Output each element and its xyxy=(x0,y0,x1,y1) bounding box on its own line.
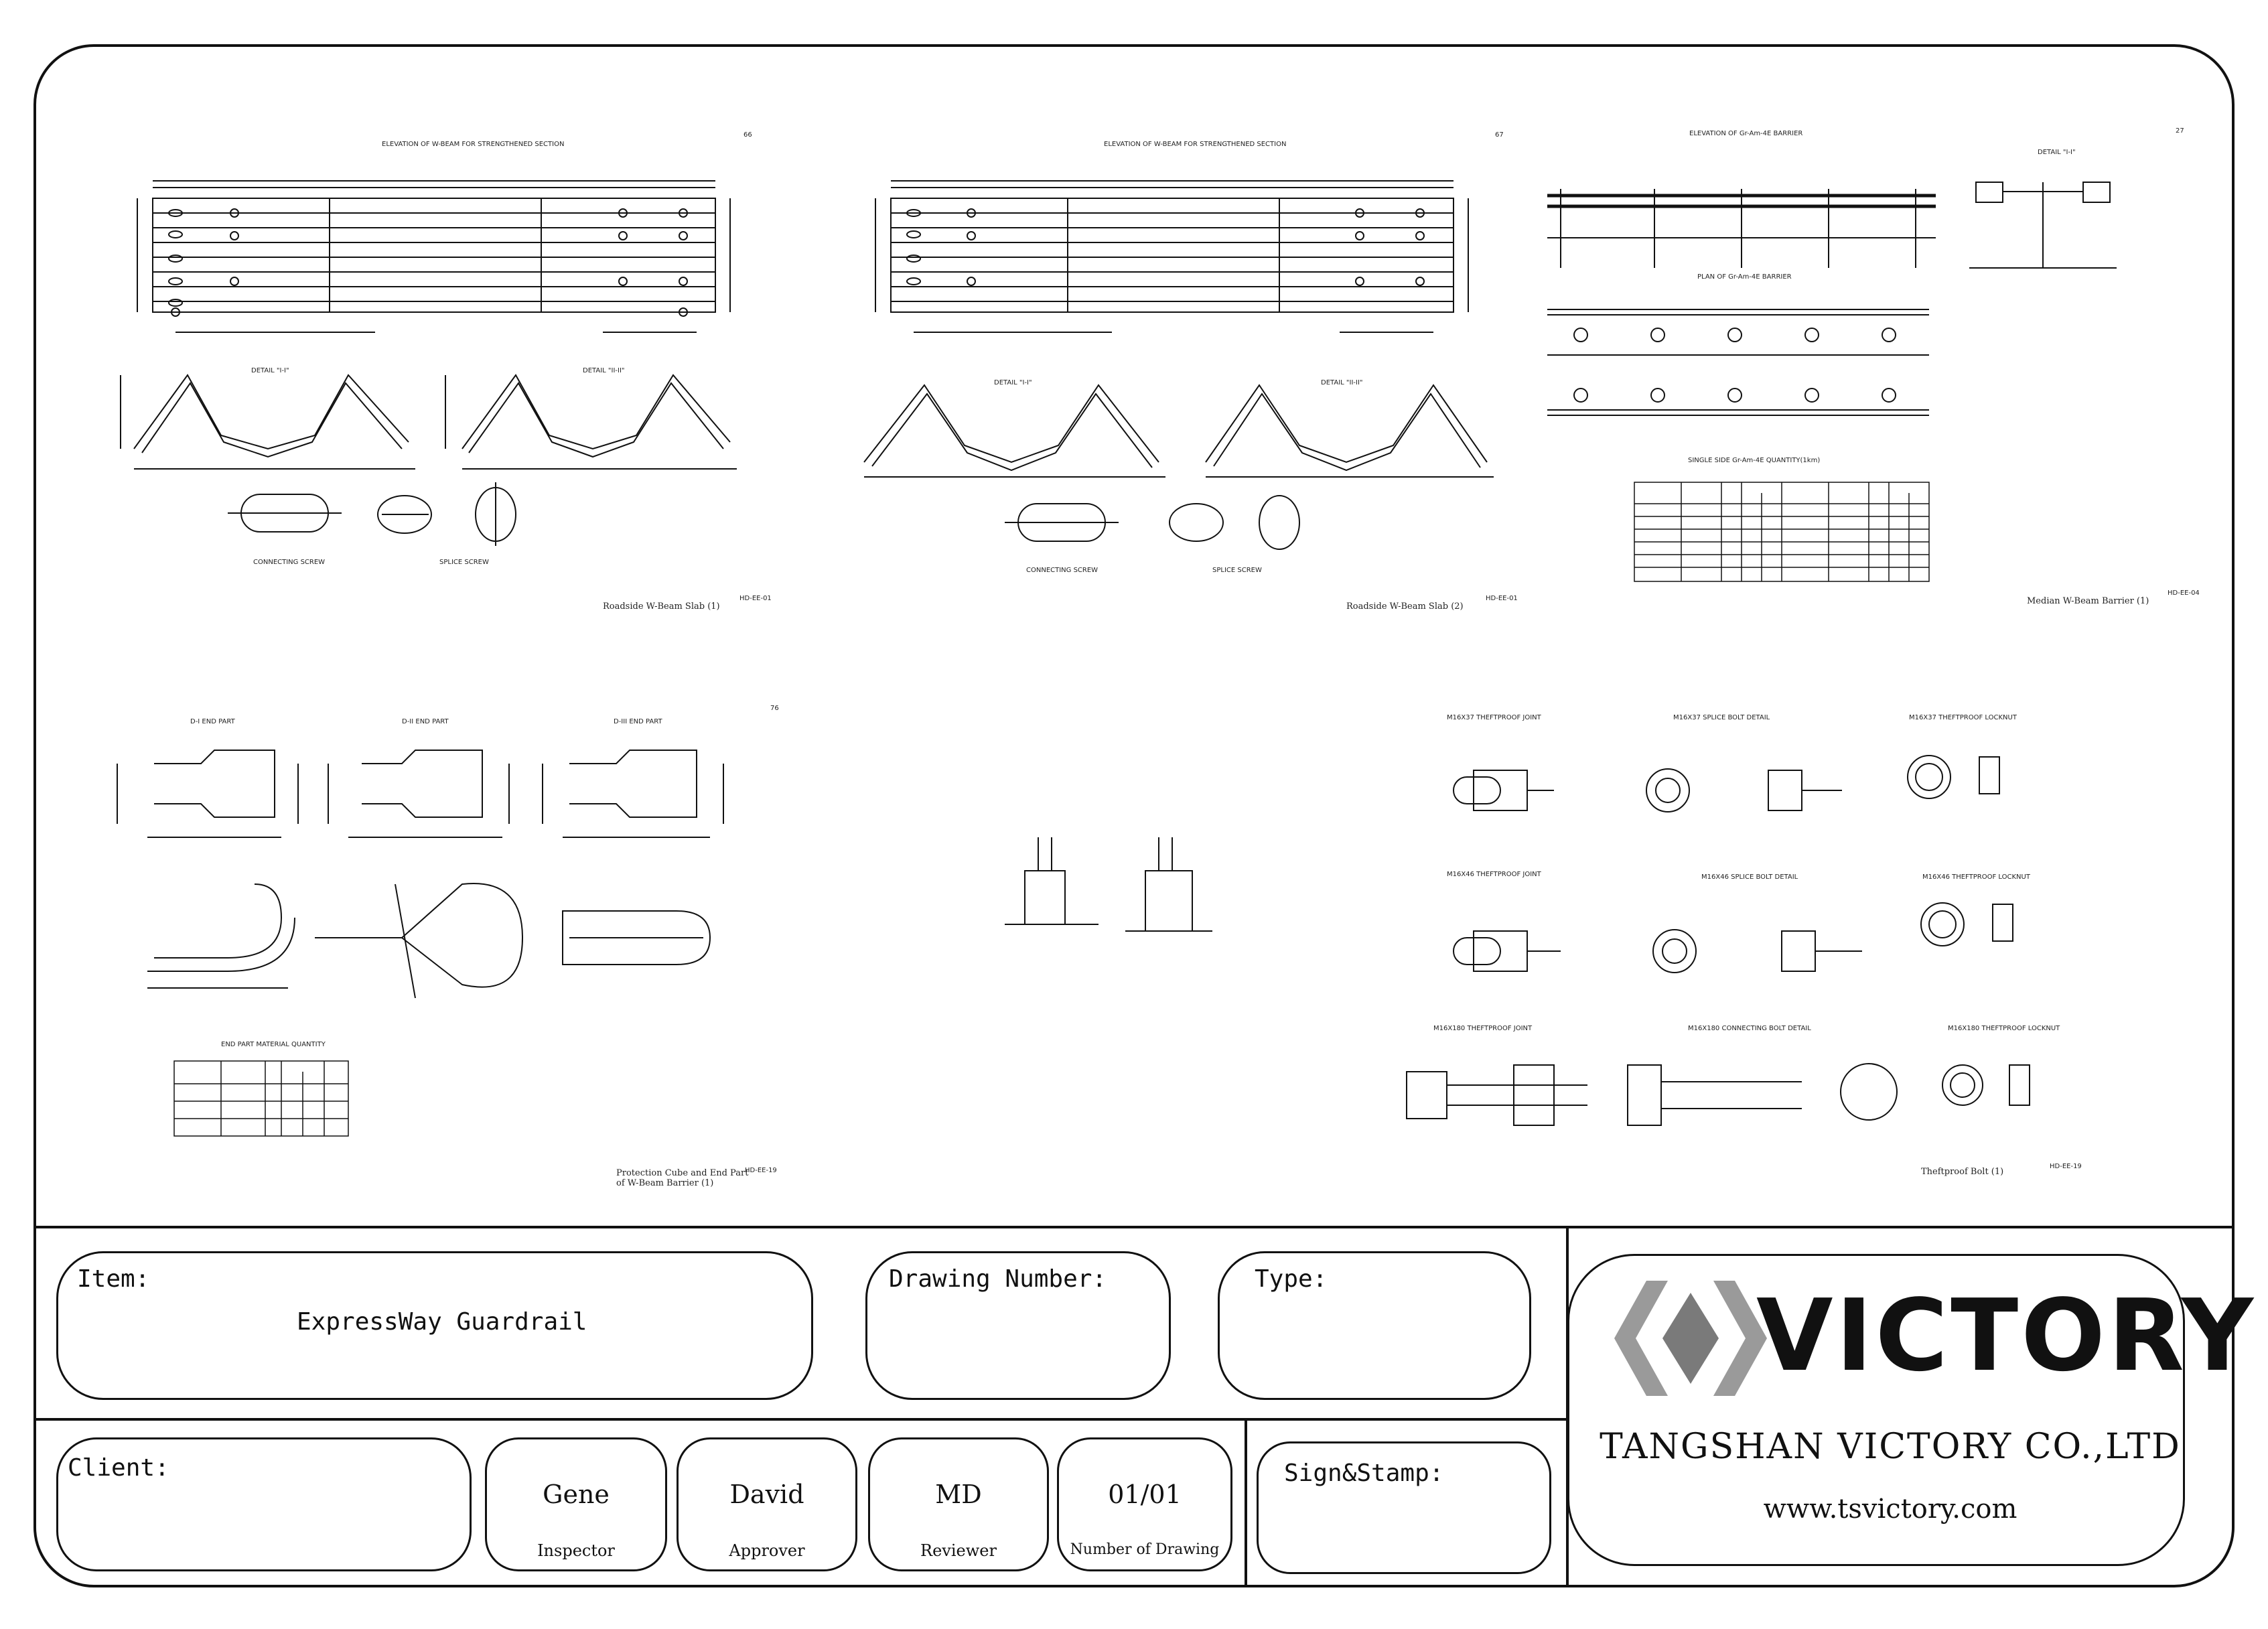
victory-logo-text: VICTORY xyxy=(1756,1278,2257,1393)
reviewer-name: MD xyxy=(935,1480,982,1509)
sheet3-title-detail: DETAIL "I-I" xyxy=(2038,149,2076,156)
sheet2-page-number: 67 xyxy=(1495,131,1504,139)
sheet1-title-connecting-screw: CONNECTING SCREW xyxy=(253,559,326,566)
sheet3-elevation xyxy=(1547,189,1936,268)
sheet5-title-3: M16X37 THEFTPROOF LOCKNUT xyxy=(1909,714,2017,721)
drawings-count-value: 01/01 xyxy=(1108,1480,1182,1509)
drawing-number-label: Drawing Number: xyxy=(889,1265,1107,1293)
sheet2-title-connecting-screw: CONNECTING SCREW xyxy=(1026,567,1098,574)
drawing-number-box: Drawing Number: xyxy=(865,1251,1171,1400)
sheet4-end-parts xyxy=(117,750,724,999)
company-name: TANGSHAN VICTORY CO.,LTD xyxy=(1600,1427,2181,1467)
sheet3-quantity-table xyxy=(1634,482,1930,582)
sheet4-material-table xyxy=(173,1060,349,1137)
sheet5-bolts xyxy=(1406,755,2030,1126)
sheet1-caption: Roadside W-Beam Slab (1) xyxy=(603,601,720,612)
sheet2-title-splice-screw: SPLICE SCREW xyxy=(1212,567,1262,574)
sheet2-title-elevation: ELEVATION OF W-BEAM FOR STRENGTHENED SEC… xyxy=(1104,141,1287,148)
sheet1-code: HD-EE-01 xyxy=(739,595,772,602)
inspector-name: Gene xyxy=(543,1480,610,1509)
sheet3-title-quantity: SINGLE SIDE Gr-Am-4E QUANTITY(1km) xyxy=(1688,457,1821,464)
drawings-count-role: Number of Drawing xyxy=(1070,1541,1220,1558)
sheet1-title-detail-1: DETAIL "I-I" xyxy=(251,367,289,374)
sheet3-title-elevation: ELEVATION OF Gr-Am-4E BARRIER xyxy=(1689,130,1803,137)
sheet1-wbeam-profile-2 xyxy=(462,374,731,450)
inspector-role: Inspector xyxy=(537,1541,615,1560)
reviewer-role: Reviewer xyxy=(920,1541,997,1560)
title-block-top-rule xyxy=(35,1226,2233,1228)
sheet4-caption: Protection Cube and End Part of W-Beam B… xyxy=(616,1168,749,1188)
approver-box: David Approver xyxy=(677,1437,857,1571)
sheet4-title-d3: D-III END PART xyxy=(614,718,662,725)
sheet5-title-8: M16X180 CONNECTING BOLT DETAIL xyxy=(1688,1025,1811,1032)
company-website[interactable]: www.tsvictory.com xyxy=(1763,1494,2017,1525)
approver-role: Approver xyxy=(729,1541,805,1560)
sheet5-title-5: M16X46 SPLICE BOLT DETAIL xyxy=(1701,873,1798,881)
type-label: Type: xyxy=(1255,1265,1328,1293)
sheet2-title-detail-1: DETAIL "I-I" xyxy=(994,379,1032,386)
sheet1-title-elevation: ELEVATION OF W-BEAM FOR STRENGTHENED SEC… xyxy=(382,141,565,148)
title-block-mid-rule xyxy=(35,1418,1566,1421)
sheet4-code: HD-EE-19 xyxy=(745,1167,777,1174)
sheet5-title-9: M16X180 THEFTPROOF LOCKNUT xyxy=(1948,1025,2060,1032)
sign-stamp-box: Sign&Stamp: xyxy=(1257,1441,1551,1574)
sheet3-caption: Median W-Beam Barrier (1) xyxy=(2027,596,2149,606)
sheet5-title-1: M16X37 THEFTPROOF JOINT xyxy=(1447,714,1541,721)
sheet4-title-d2: D-II END PART xyxy=(402,718,449,725)
sheet3-detail xyxy=(1969,182,2117,269)
sheet2-code: HD-EE-01 xyxy=(1486,595,1518,602)
approver-name: David xyxy=(729,1480,804,1509)
item-box: Item: ExpressWay Guardrail xyxy=(56,1251,813,1400)
client-box: Client: xyxy=(56,1437,472,1571)
sheet3-title-plan: PLAN OF Gr-Am-4E BARRIER xyxy=(1697,273,1792,281)
sheet1-elevation xyxy=(137,180,731,333)
sign-stamp-label: Sign&Stamp: xyxy=(1284,1460,1444,1487)
sheet1-page-number: 66 xyxy=(743,131,752,139)
sheet5-title-2: M16X37 SPLICE BOLT DETAIL xyxy=(1673,714,1770,721)
inspector-box: Gene Inspector xyxy=(485,1437,667,1571)
drawing-frame xyxy=(33,44,2235,1587)
item-label: Item: xyxy=(77,1265,150,1293)
sheet5-title-6: M16X46 THEFTPROOF LOCKNUT xyxy=(1922,873,2030,881)
sheet5-caption: Theftproof Bolt (1) xyxy=(1921,1167,2004,1177)
sheet1-title-detail-2: DETAIL "II-II" xyxy=(583,367,625,374)
sheet2-wbeam-profile-1 xyxy=(863,384,1159,464)
title-block-sign-divider xyxy=(1245,1418,1247,1587)
sheet2-title-detail-2: DETAIL "II-II" xyxy=(1321,379,1363,386)
sheet5-code: HD-EE-19 xyxy=(2050,1163,2082,1170)
type-box: Type: xyxy=(1218,1251,1531,1400)
sheet2-elevation xyxy=(875,180,1469,333)
client-label: Client: xyxy=(68,1454,169,1482)
sheet1-wbeam-profile-1 xyxy=(133,374,409,450)
drawings-count-box: 01/01 Number of Drawing xyxy=(1057,1437,1232,1571)
sheet3-plan xyxy=(1547,309,1929,416)
sheet4-title-material: END PART MATERIAL QUANTITY xyxy=(221,1041,326,1048)
sheet3-code: HD-EE-04 xyxy=(2168,589,2200,597)
item-value: ExpressWay Guardrail xyxy=(297,1308,587,1336)
sheet2-caption: Roadside W-Beam Slab (2) xyxy=(1346,601,1464,612)
sheet1-title-splice-screw: SPLICE SCREW xyxy=(439,559,489,566)
sheet3-page-number: 27 xyxy=(2176,127,2184,135)
sheet4-title-d1: D-I END PART xyxy=(190,718,235,725)
reviewer-box: MD Reviewer xyxy=(868,1437,1049,1571)
sheet2-wbeam-profile-2 xyxy=(1205,384,1488,464)
sheet4-page-number: 76 xyxy=(770,705,779,712)
sheet5-title-4: M16X46 THEFTPROOF JOINT xyxy=(1447,871,1541,878)
drawing-area xyxy=(117,180,2117,1137)
sheet5-title-7: M16X180 THEFTPROOF JOINT xyxy=(1433,1025,1533,1032)
sheet4-protection-cube xyxy=(1005,837,1212,932)
